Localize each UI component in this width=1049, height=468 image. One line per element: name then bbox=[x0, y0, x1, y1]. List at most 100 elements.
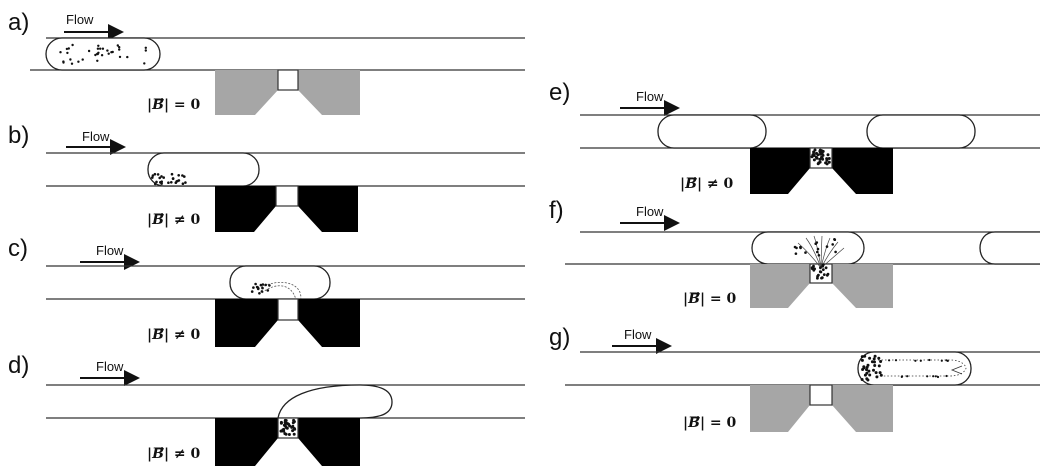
particle bbox=[888, 359, 891, 362]
particle bbox=[826, 272, 830, 276]
particle bbox=[291, 424, 295, 428]
particle bbox=[833, 238, 837, 241]
droplet bbox=[147, 152, 260, 187]
flow-label: Flow bbox=[96, 243, 124, 258]
particle bbox=[181, 182, 185, 185]
particles bbox=[810, 148, 831, 166]
particle bbox=[879, 373, 883, 377]
panel-label: d) bbox=[8, 352, 29, 379]
particle bbox=[285, 426, 289, 430]
particle bbox=[71, 43, 74, 47]
particle bbox=[65, 47, 69, 51]
droplet bbox=[979, 231, 1040, 265]
particle bbox=[906, 375, 909, 378]
panel-d: d) Flow |B⃗| ≠ 0 bbox=[8, 352, 525, 466]
panel-e: e) Flow |B⃗| ≠ 0 bbox=[549, 79, 1040, 194]
particle bbox=[101, 47, 105, 50]
particles bbox=[860, 354, 949, 382]
flow-label: Flow bbox=[82, 129, 110, 144]
particle bbox=[926, 375, 929, 378]
particle bbox=[156, 173, 160, 176]
panel-label: b) bbox=[8, 122, 29, 149]
panel-label: a) bbox=[8, 9, 29, 36]
particle bbox=[822, 273, 826, 276]
flow-label: Flow bbox=[636, 89, 664, 104]
particle bbox=[936, 375, 940, 379]
particle bbox=[827, 160, 831, 164]
particle bbox=[94, 53, 97, 57]
particle bbox=[250, 290, 254, 293]
particle bbox=[874, 371, 878, 375]
particle bbox=[865, 365, 869, 369]
particles bbox=[151, 172, 187, 186]
particle bbox=[826, 153, 830, 157]
magnet bbox=[215, 299, 360, 347]
trap-cavity bbox=[275, 185, 299, 207]
particle bbox=[873, 360, 876, 364]
particle bbox=[143, 62, 146, 65]
particle bbox=[868, 373, 872, 377]
particle bbox=[96, 59, 99, 62]
particle bbox=[945, 374, 948, 378]
particle bbox=[116, 44, 120, 47]
particle bbox=[144, 46, 147, 49]
field-label: |B⃗| ≠ 0 bbox=[680, 176, 734, 192]
particle bbox=[932, 375, 935, 378]
panel-label: e) bbox=[549, 79, 570, 106]
panel-label: g) bbox=[549, 324, 570, 351]
magnet bbox=[215, 70, 360, 115]
particle-path bbox=[950, 365, 963, 375]
particle bbox=[159, 181, 162, 184]
particle bbox=[162, 176, 165, 179]
particle bbox=[872, 357, 876, 361]
particle bbox=[799, 245, 802, 249]
particle bbox=[834, 250, 837, 254]
particle bbox=[795, 246, 798, 250]
particle bbox=[287, 433, 291, 436]
particle bbox=[144, 49, 147, 52]
particle bbox=[100, 54, 104, 57]
particle bbox=[919, 359, 922, 362]
flow-label: Flow bbox=[624, 327, 652, 342]
particle bbox=[813, 148, 817, 152]
particle bbox=[821, 153, 825, 157]
particle bbox=[97, 51, 100, 54]
particle bbox=[865, 371, 869, 375]
particle bbox=[268, 284, 271, 287]
particle bbox=[284, 432, 288, 436]
particle bbox=[155, 180, 158, 184]
field-label: |B⃗| = 0 bbox=[147, 97, 201, 113]
particle bbox=[256, 286, 260, 289]
droplet bbox=[657, 114, 767, 149]
particle bbox=[928, 358, 931, 362]
particle bbox=[151, 174, 155, 177]
magnet bbox=[750, 148, 893, 194]
magnet bbox=[215, 186, 358, 232]
particle-path bbox=[257, 282, 302, 304]
particles bbox=[279, 418, 297, 436]
particle bbox=[282, 423, 286, 427]
panel-label: f) bbox=[549, 197, 564, 224]
particles bbox=[793, 238, 837, 280]
particle bbox=[815, 151, 818, 155]
particle-path bbox=[820, 235, 823, 269]
particle-path bbox=[805, 237, 822, 269]
particle bbox=[821, 264, 825, 268]
panel-c: c) Flow |B⃗| ≠ 0 bbox=[8, 235, 525, 347]
particle bbox=[894, 359, 898, 362]
particle bbox=[940, 359, 943, 362]
particle bbox=[97, 44, 100, 47]
flow-label: Flow bbox=[636, 204, 664, 219]
particle bbox=[831, 243, 834, 246]
particle bbox=[821, 157, 825, 161]
trap-cavity bbox=[277, 298, 299, 321]
particle bbox=[87, 49, 91, 53]
particle bbox=[866, 378, 870, 382]
particle bbox=[873, 364, 877, 367]
particle bbox=[818, 270, 822, 274]
particle-path bbox=[797, 242, 822, 269]
particle bbox=[153, 172, 157, 176]
particle bbox=[170, 181, 173, 184]
particle bbox=[126, 55, 129, 59]
particle-path bbox=[878, 359, 967, 377]
